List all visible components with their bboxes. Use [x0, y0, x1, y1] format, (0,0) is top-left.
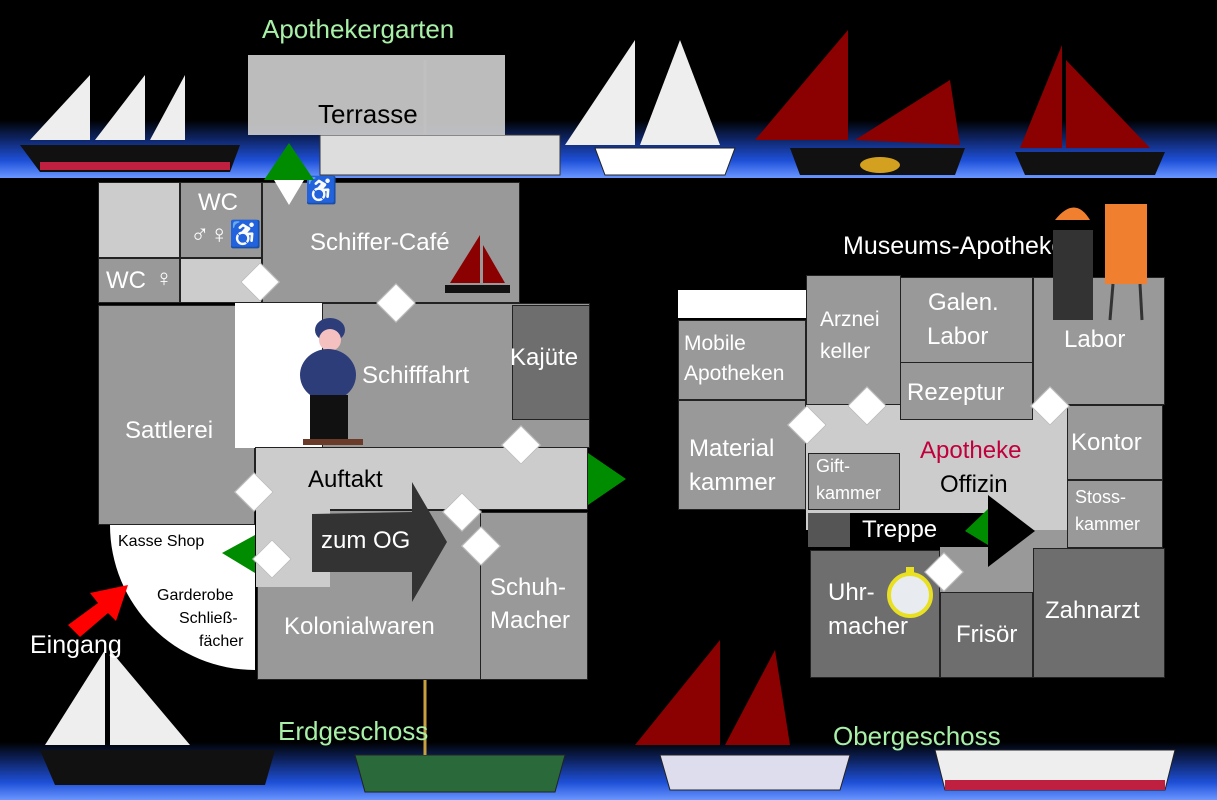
label-zahnarzt: Zahnarzt	[1045, 597, 1140, 624]
room-materialkammer[interactable]	[678, 400, 806, 510]
label-schuh: Schuh-	[490, 574, 567, 601]
label-faecher: fächer	[199, 633, 244, 650]
stair-step	[808, 513, 850, 547]
label-kasse-shop: Kasse Shop	[118, 533, 205, 550]
label-treppe[interactable]: Treppe	[862, 516, 938, 543]
label-schiffer-cafe: Schiffer-Café	[310, 229, 450, 256]
label-wc: WC	[198, 189, 238, 216]
label-apotheke: Apotheke	[920, 437, 1022, 464]
room-schuhmacher[interactable]	[480, 512, 588, 680]
ship-icon	[445, 235, 510, 293]
label-material: Material	[689, 435, 775, 462]
label-labor: Labor	[1064, 326, 1126, 353]
room-frisoer[interactable]	[940, 592, 1033, 678]
label-keller: keller	[820, 340, 871, 363]
ship-icon	[319, 60, 561, 176]
label-kontor: Kontor	[1071, 429, 1142, 456]
label-uhr: Uhr-	[828, 579, 875, 606]
label-sattlerei: Sattlerei	[125, 417, 214, 444]
label-apotheken: Apotheken	[684, 362, 785, 385]
wheelchair-icon: ♿	[305, 175, 338, 205]
room-terrasse[interactable]	[248, 55, 505, 135]
label-offizin: Offizin	[940, 471, 1008, 498]
label-kolonialwaren: Kolonialwaren	[284, 613, 435, 640]
ship-icon	[565, 40, 736, 176]
ship-icon	[934, 749, 1176, 791]
label-giftkammer: kammer	[816, 483, 882, 503]
ship-icon	[635, 640, 851, 791]
kasse-area[interactable]	[110, 525, 257, 672]
ship-icon	[40, 650, 275, 785]
exit-marker-icon	[588, 453, 626, 505]
room-wc[interactable]	[180, 182, 262, 258]
label-arznei: Arznei	[820, 308, 880, 331]
label-erdgeschoss: Erdgeschoss	[278, 716, 429, 746]
room-stosskammer[interactable]	[1067, 480, 1163, 548]
exit-marker-icon	[264, 143, 314, 205]
label-schliess: Schließ-	[179, 610, 238, 627]
ship-icon	[1015, 45, 1165, 175]
label-rezeptur: Rezeptur	[907, 379, 1005, 406]
label-garderobe: Garderobe	[157, 587, 234, 604]
label-wc-women: WC	[106, 267, 146, 294]
label-museums-apotheke: Museums-Apotheke	[843, 232, 1066, 260]
still-icon	[1053, 204, 1147, 321]
stairs-arrow-icon[interactable]	[312, 482, 447, 602]
room-kajuete[interactable]	[512, 305, 590, 420]
room-storage	[98, 182, 180, 258]
label-auftakt: Auftakt	[308, 466, 383, 493]
room-sattlerei[interactable]	[98, 305, 255, 525]
pocket-watch-icon	[887, 567, 933, 618]
male-icon: ♂♀♿	[190, 219, 262, 249]
room-wc-women[interactable]	[98, 258, 180, 303]
ship-icon	[20, 75, 240, 172]
label-uhrmacher: macher	[828, 613, 909, 640]
label-zum-og[interactable]: zum OG	[321, 527, 411, 554]
label-stoss: Stoss-	[1075, 487, 1127, 507]
sailor-figure-icon	[300, 318, 363, 445]
label-schifffahrt: Schifffahrt	[362, 362, 470, 389]
ship-icon	[354, 660, 566, 793]
room-arzneikeller[interactable]	[806, 275, 901, 405]
room-mobile-apotheken[interactable]	[678, 320, 806, 400]
label-macher: Macher	[490, 607, 571, 634]
label-stosskammer: kammer	[1075, 514, 1141, 534]
label-galen: Galen.	[928, 289, 999, 316]
white-bar	[678, 290, 808, 318]
label-kajuete: Kajüte	[510, 344, 579, 371]
label-galen-labor: Labor	[927, 323, 989, 350]
room-zahnarzt[interactable]	[1033, 548, 1165, 678]
label-kammer: kammer	[689, 469, 776, 496]
room-kontor[interactable]	[1067, 405, 1163, 480]
label-mobile: Mobile	[684, 332, 746, 355]
entrance-arrow-icon	[68, 585, 128, 637]
room-rezeptur[interactable]	[900, 362, 1033, 420]
label-frisoer: Frisör	[956, 621, 1018, 648]
label-terrasse: Terrasse	[318, 99, 418, 129]
stairs-arrow-icon	[965, 495, 1035, 567]
ship-icon	[755, 30, 965, 175]
label-eingang[interactable]: Eingang	[30, 631, 122, 659]
label-gift: Gift-	[816, 456, 850, 476]
label-obergeschoss: Obergeschoss	[833, 721, 1001, 751]
label-apothekergarten: Apothekergarten	[262, 14, 455, 44]
female-icon: ♀	[155, 265, 173, 292]
room-giftkammer[interactable]	[808, 453, 900, 510]
